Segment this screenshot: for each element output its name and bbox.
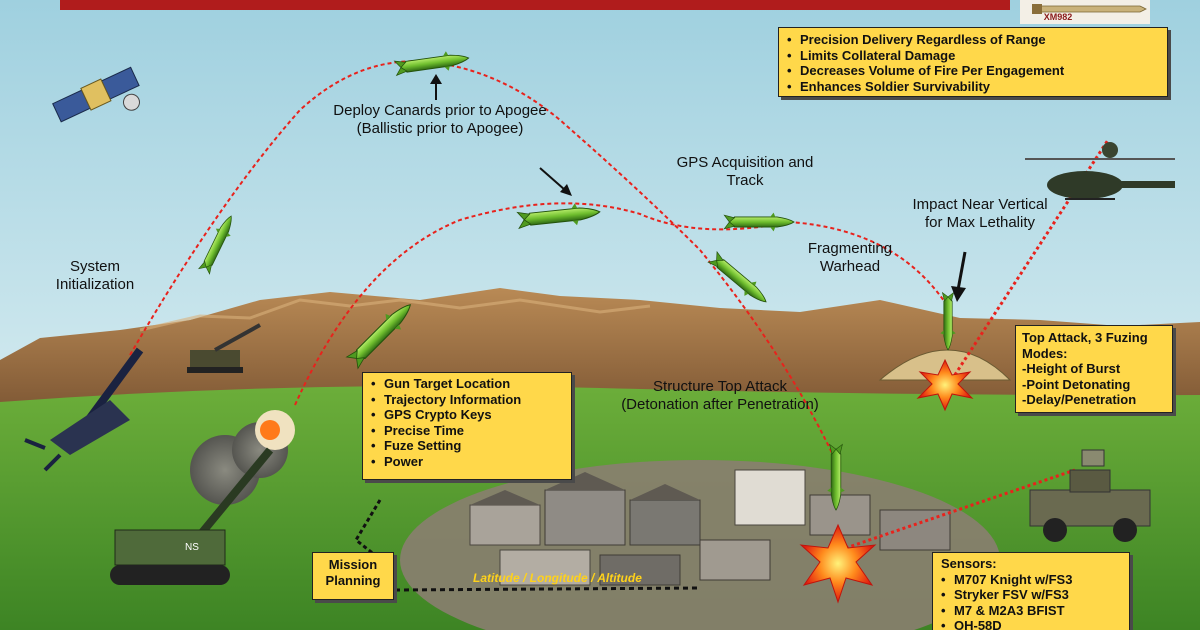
fuzing-title: Top Attack, 3 Fuzing Modes: bbox=[1022, 330, 1148, 361]
arrow-apogee bbox=[539, 167, 566, 191]
mission-data-item: GPS Crypto Keys bbox=[371, 407, 563, 423]
header-bar bbox=[60, 0, 1010, 10]
towed-howitzer-icon bbox=[24, 347, 144, 472]
paladin-tank-icon: NS bbox=[110, 447, 274, 585]
label-fragmenting-warhead: Fragmenting Warhead bbox=[807, 240, 893, 275]
explosion-bunker bbox=[916, 358, 974, 412]
sensor-item: M7 & M2A3 BFIST bbox=[941, 603, 1121, 619]
label-lat-long-alt: Latitude / Longitude / Altitude bbox=[473, 571, 642, 585]
humvee-icon bbox=[1029, 449, 1151, 542]
benefits-box: Precision Delivery Regardless of Range L… bbox=[778, 27, 1168, 97]
sp-howitzer-small-icon bbox=[187, 323, 261, 373]
fuzing-mode: -Height of Burst bbox=[1022, 361, 1121, 377]
xm982-logo-text: XM982 bbox=[1043, 12, 1073, 22]
mission-data-box: Gun Target Location Trajectory Informati… bbox=[362, 372, 572, 480]
svg-text:NS: NS bbox=[185, 542, 199, 553]
fuzing-modes-box: Top Attack, 3 Fuzing Modes: -Height of B… bbox=[1015, 325, 1173, 413]
mission-data-item: Precise Time bbox=[371, 423, 563, 439]
sensor-item: OH-58D bbox=[941, 618, 1121, 630]
benefit-item: Decreases Volume of Fire Per Engagement bbox=[787, 63, 1159, 79]
trajectory-high bbox=[129, 60, 841, 471]
label-system-initialization: System Initialization bbox=[55, 258, 135, 293]
mission-link-line bbox=[394, 586, 701, 592]
label-gps-acquisition: GPS Acquisition and Track bbox=[676, 154, 814, 189]
sensors-title: Sensors: bbox=[941, 556, 997, 571]
arrow-impact bbox=[956, 251, 967, 291]
helicopter-icon bbox=[1025, 142, 1175, 200]
fuzing-mode: -Delay/Penetration bbox=[1022, 392, 1137, 408]
mountains bbox=[0, 288, 1200, 420]
label-impact-near-vertical: Impact Near Vertical for Max Lethality bbox=[912, 196, 1048, 231]
sensor-item: Stryker FSV w/FS3 bbox=[941, 587, 1121, 603]
satellite-icon bbox=[52, 66, 140, 123]
label-structure-top-attack: Structure Top Attack (Detonation after P… bbox=[621, 378, 819, 413]
town-buildings bbox=[469, 469, 951, 586]
mission-data-item: Fuze Setting bbox=[371, 438, 563, 454]
mission-planning-box: Mission Planning bbox=[312, 552, 394, 600]
fuzing-mode: -Point Detonating bbox=[1022, 376, 1131, 392]
mission-data-item: Trajectory Information bbox=[371, 392, 563, 408]
benefit-item: Enhances Soldier Survivability bbox=[787, 79, 1159, 95]
benefit-item: Limits Collateral Damage bbox=[787, 48, 1159, 64]
callout-arrows bbox=[430, 74, 967, 302]
excalibur-logo bbox=[1020, 0, 1150, 24]
mission-data-item: Gun Target Location bbox=[371, 376, 563, 392]
sensors-box: Sensors: M707 Knight w/FS3 Stryker FSV w… bbox=[932, 552, 1130, 630]
trajectory-low bbox=[294, 202, 951, 406]
sensor-item: M707 Knight w/FS3 bbox=[941, 572, 1121, 588]
mission-data-item: Power bbox=[371, 454, 563, 470]
explosion-town bbox=[799, 523, 877, 604]
benefit-item: Precision Delivery Regardless of Range bbox=[787, 32, 1159, 48]
label-deploy-canards: Deploy Canards prior to Apogee (Ballisti… bbox=[333, 102, 547, 137]
